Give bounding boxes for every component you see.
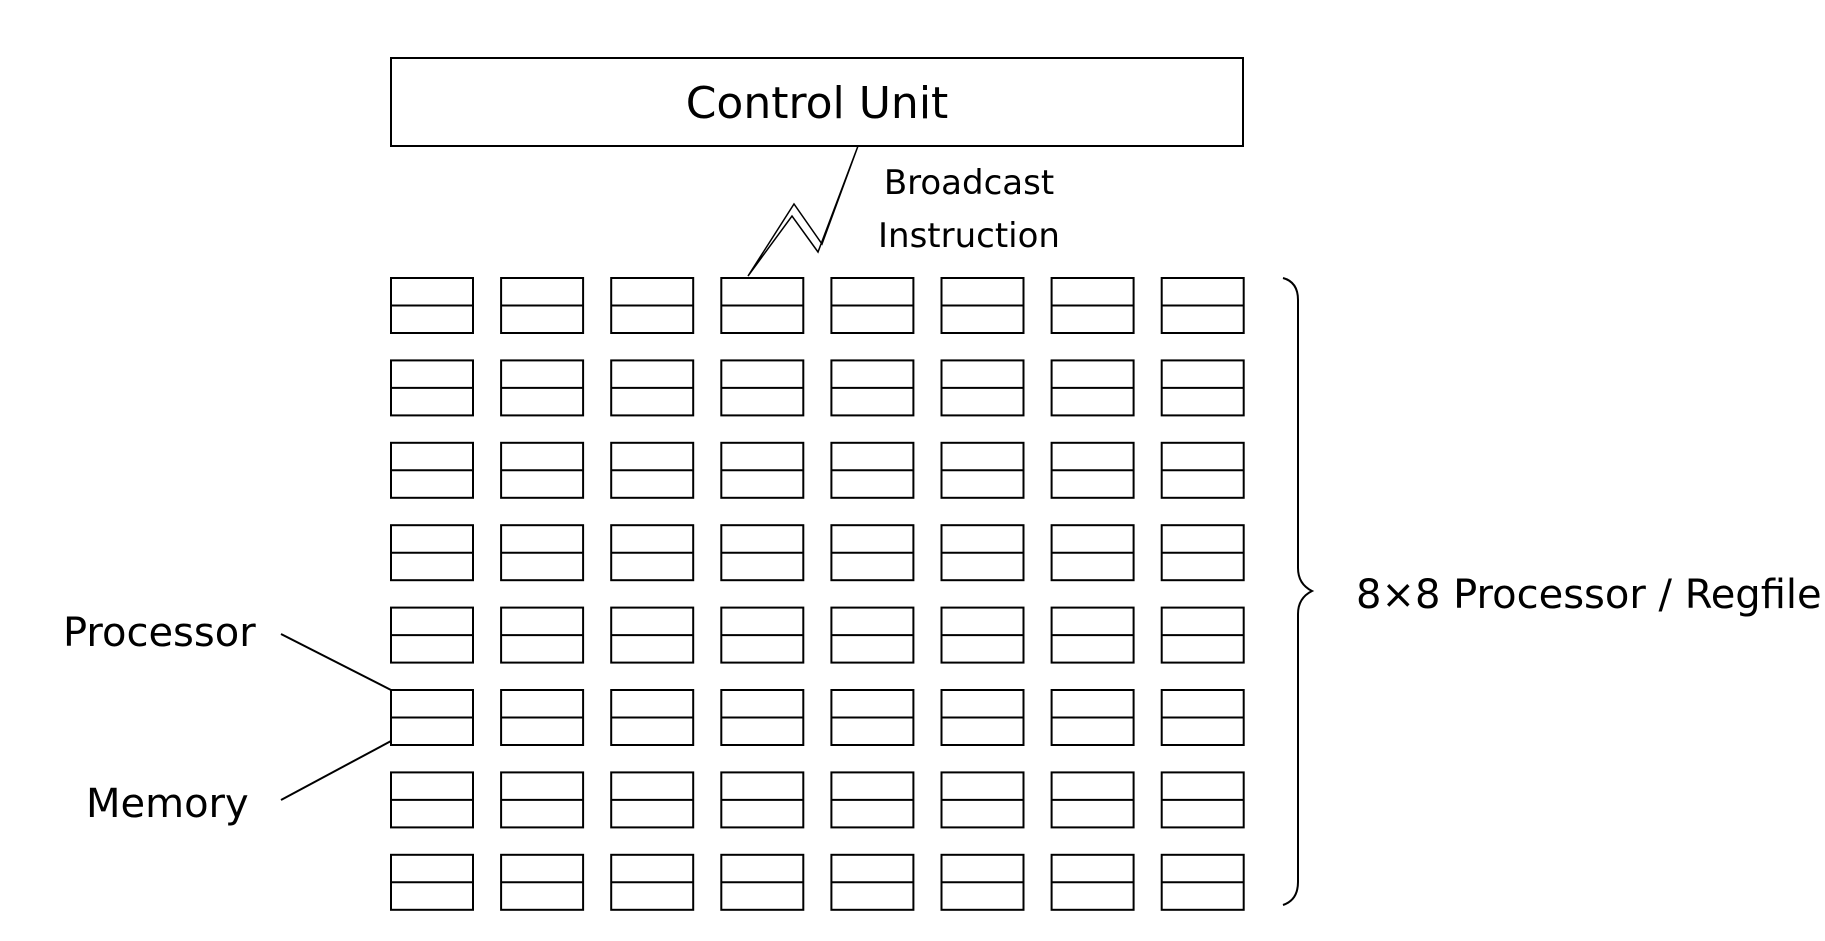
processor-cell: [500, 524, 585, 582]
processor-cell: [500, 441, 585, 499]
processor-cell: [940, 853, 1025, 911]
processor-cell: [940, 359, 1025, 417]
processor-cell: [610, 277, 695, 334]
processor-cell: [940, 771, 1025, 829]
processor-cell: [1050, 277, 1135, 334]
processor-legend-label: Processor: [63, 610, 256, 656]
broadcast-label-line2: Instruction: [878, 216, 1060, 256]
processor-pointer-line: [280, 633, 392, 691]
processor-cell: [720, 771, 805, 829]
processor-cell: [830, 606, 915, 664]
grid-brace: [1282, 277, 1315, 906]
broadcast-instruction-label: Broadcast Instruction: [878, 163, 1060, 256]
processor-cell: [1160, 277, 1245, 334]
processor-cell: [1050, 441, 1135, 499]
processor-cell: [500, 853, 585, 911]
processor-cell: [1160, 771, 1245, 829]
processor-cell: [1160, 853, 1245, 911]
memory-pointer-line: [280, 740, 392, 801]
processor-cell: [1160, 524, 1245, 582]
processor-cell: [610, 359, 695, 417]
processor-cell: [830, 277, 915, 334]
processor-cell: [610, 441, 695, 499]
processor-cell: [1050, 853, 1135, 911]
processor-cell: [1160, 689, 1245, 746]
processor-cell: [830, 689, 915, 746]
control-unit-label: Control Unit: [686, 78, 949, 129]
processor-cell: [720, 359, 805, 417]
processor-cell: [720, 853, 805, 911]
processor-cell: [610, 606, 695, 664]
processor-cell: [830, 441, 915, 499]
processor-cell: [830, 524, 915, 582]
processor-cell: [610, 853, 695, 911]
processor-cell: [390, 771, 474, 829]
memory-legend-label: Memory: [86, 781, 249, 827]
processor-cell: [1050, 771, 1135, 829]
processor-cell: [940, 606, 1025, 664]
processor-cell: [610, 689, 695, 746]
control-unit: Control Unit: [390, 57, 1244, 147]
processor-cell: [720, 606, 805, 664]
processor-cell: [500, 689, 585, 746]
processor-cell: [610, 524, 695, 582]
processor-cell: [610, 771, 695, 829]
processor-cell: [1160, 441, 1245, 499]
processor-cell: [1050, 606, 1135, 664]
processor-cell: [500, 277, 585, 334]
processor-cell: [1050, 524, 1135, 582]
processor-cell: [940, 441, 1025, 499]
control-unit-box: [390, 57, 1244, 147]
processor-cell: [390, 689, 474, 746]
processor-cell: [1050, 359, 1135, 417]
processor-cell: [390, 441, 474, 499]
processor-cell: [720, 524, 805, 582]
processor-cell: [940, 524, 1025, 582]
processor-cell: [940, 277, 1025, 334]
processor-cell: [720, 689, 805, 746]
processor-cell: [720, 441, 805, 499]
processor-cell: [1160, 359, 1245, 417]
processor-cell: [940, 689, 1025, 746]
processor-cell: [500, 606, 585, 664]
processor-cell: [720, 277, 805, 334]
processor-cell: [1160, 606, 1245, 664]
broadcast-lightning-icon: [747, 145, 859, 277]
processor-cell: [390, 359, 474, 417]
processor-cell: [500, 359, 585, 417]
processor-cell: [1050, 689, 1135, 746]
grid-label: 8×8 Processor / Regfile: [1356, 572, 1822, 618]
processor-cell: [390, 606, 474, 664]
processor-cell: [830, 359, 915, 417]
processor-cell: [830, 771, 915, 829]
processor-cell: [390, 277, 474, 334]
processor-cell: [500, 771, 585, 829]
broadcast-label-line1: Broadcast: [884, 163, 1054, 203]
processor-cell: [390, 524, 474, 582]
processor-cell: [830, 853, 915, 911]
processor-cell: [390, 853, 474, 911]
processor-grid: [390, 277, 1245, 911]
